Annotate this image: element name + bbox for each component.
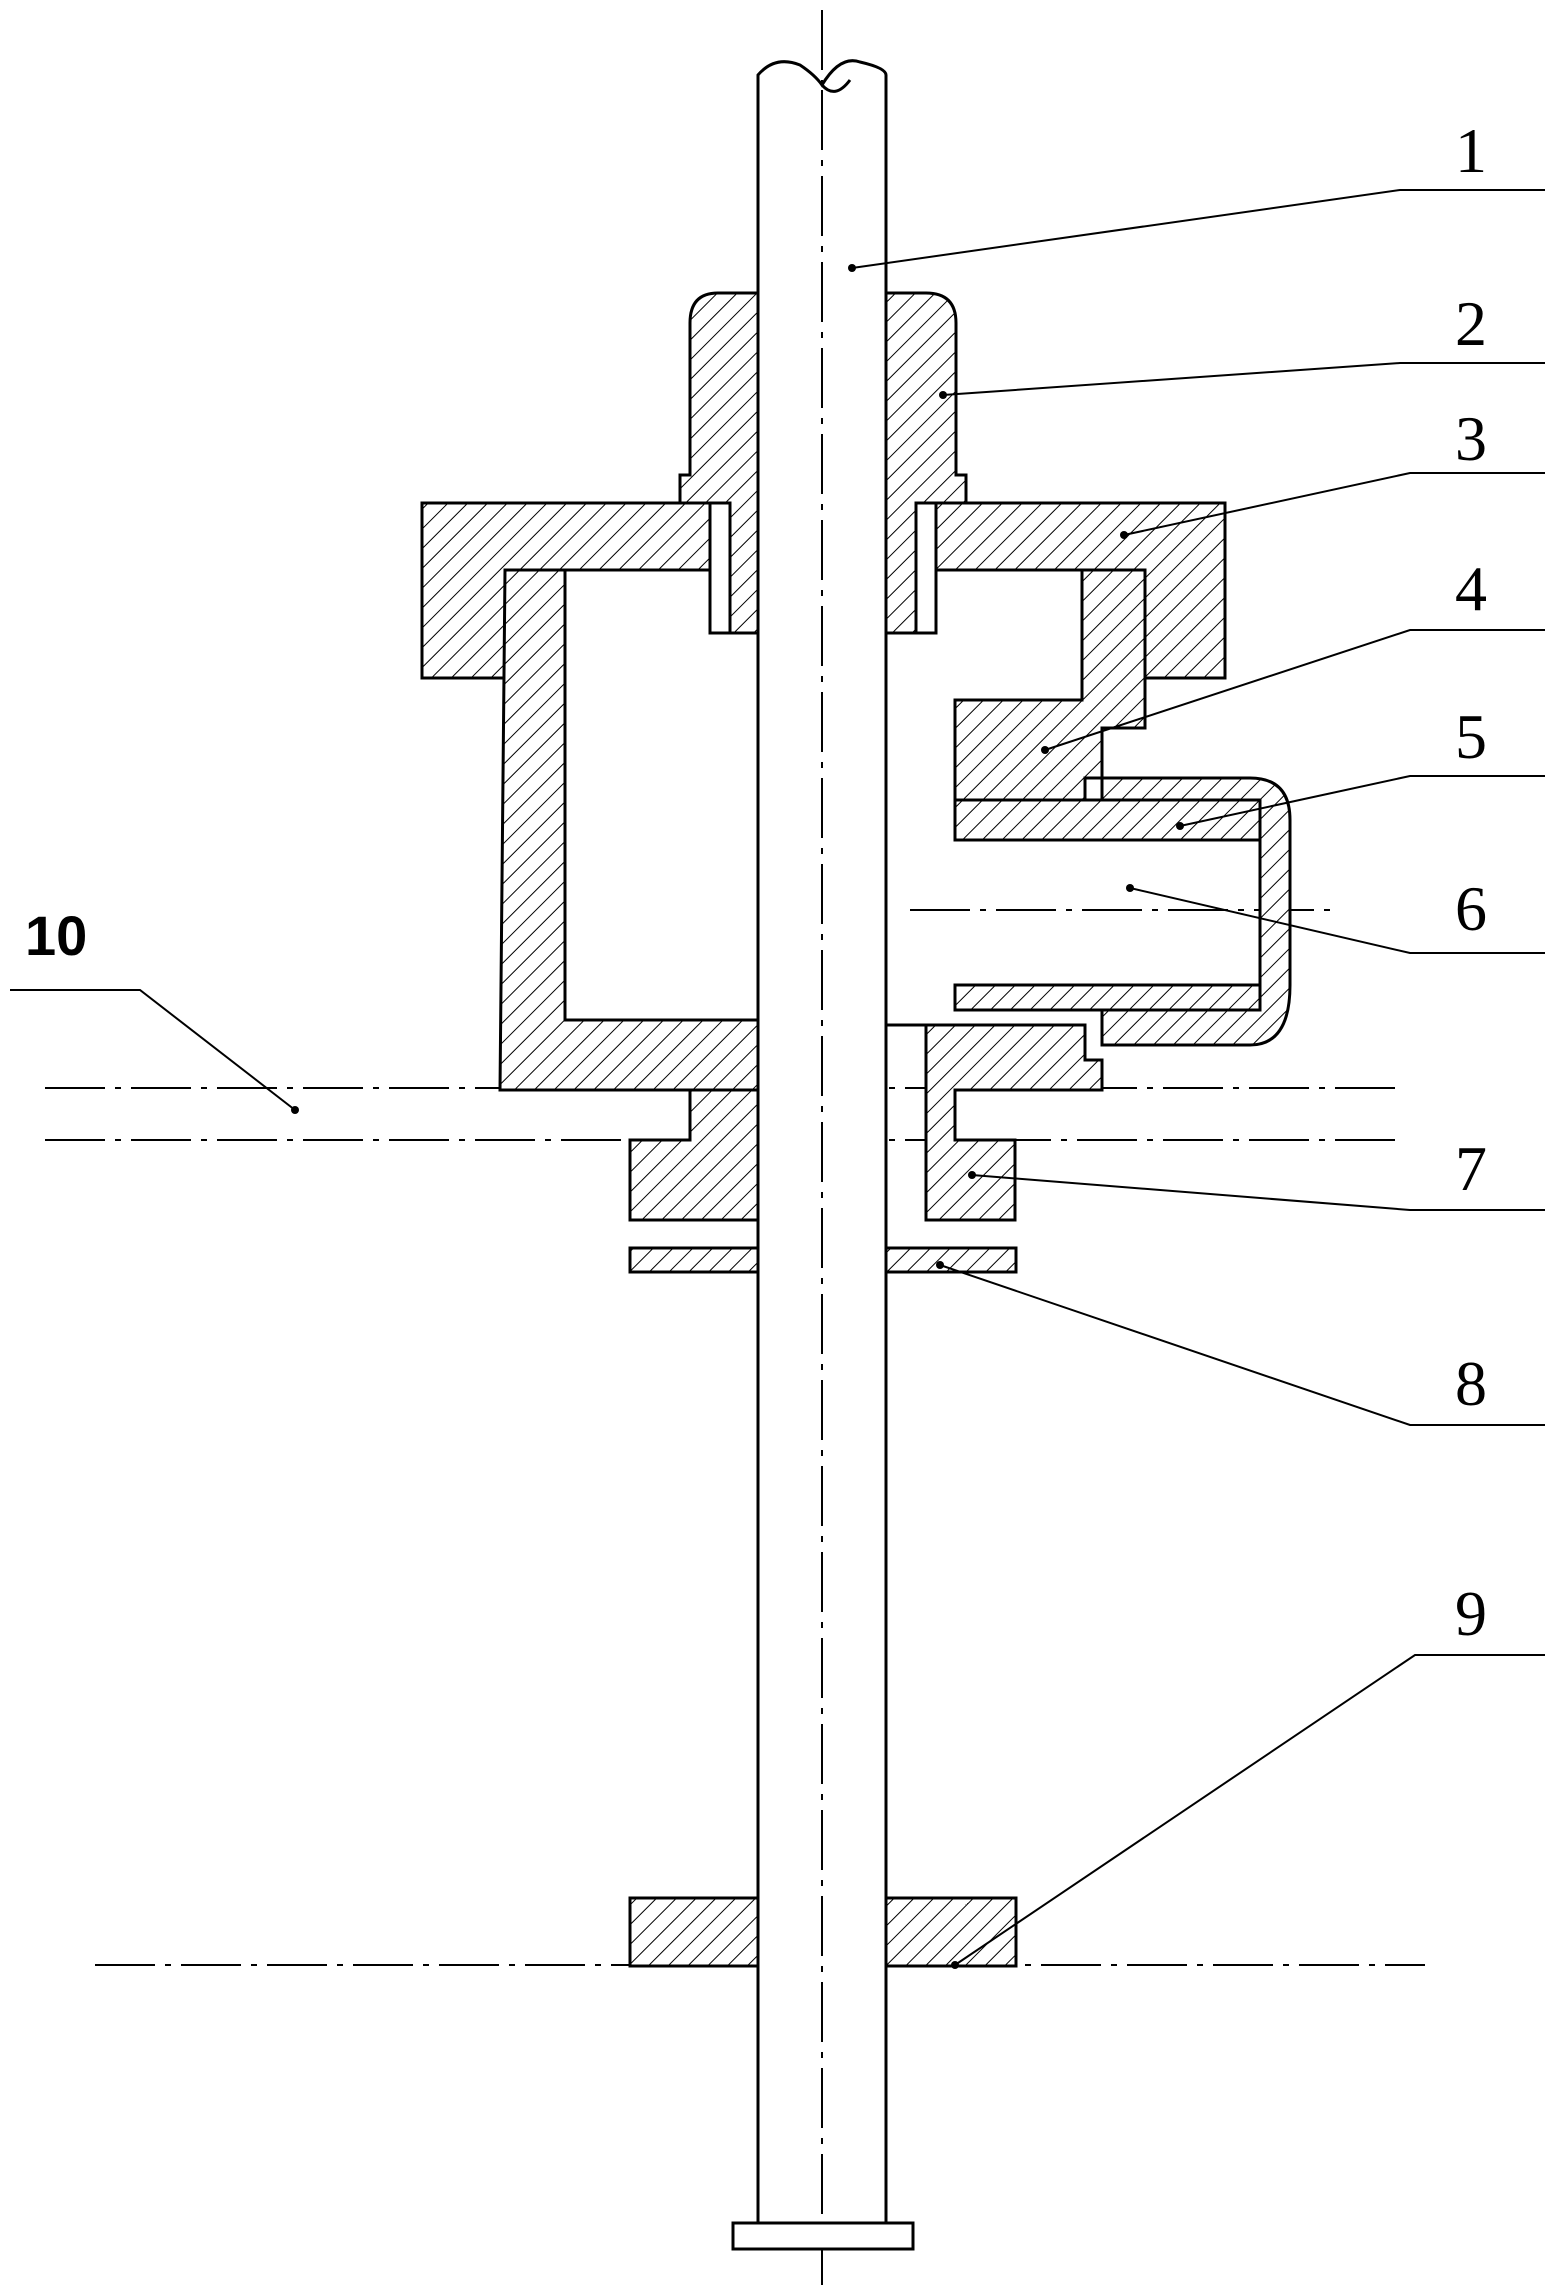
shaft-part-1	[731, 59, 915, 2251]
callout-label-5: 5	[1455, 701, 1487, 772]
gland-nut-part-2	[678, 291, 968, 635]
pump-body-part-4	[498, 568, 1147, 1222]
callout-label-1: 1	[1455, 115, 1487, 186]
callout-label-3: 3	[1455, 403, 1487, 474]
callout-label-7: 7	[1455, 1133, 1487, 1204]
callout-label-6: 6	[1455, 873, 1487, 944]
callout-label-10: 10	[25, 904, 87, 967]
callout-label-8: 8	[1455, 1348, 1487, 1419]
callout-label-2: 2	[1455, 288, 1487, 359]
callout-label-4: 4	[1455, 553, 1487, 624]
callout-label-9: 9	[1455, 1578, 1487, 1649]
outlet-sleeve-part-5	[953, 776, 1292, 1047]
leader-lines	[10, 189, 1545, 1969]
bottom-plate-part-9	[628, 1896, 1018, 1968]
